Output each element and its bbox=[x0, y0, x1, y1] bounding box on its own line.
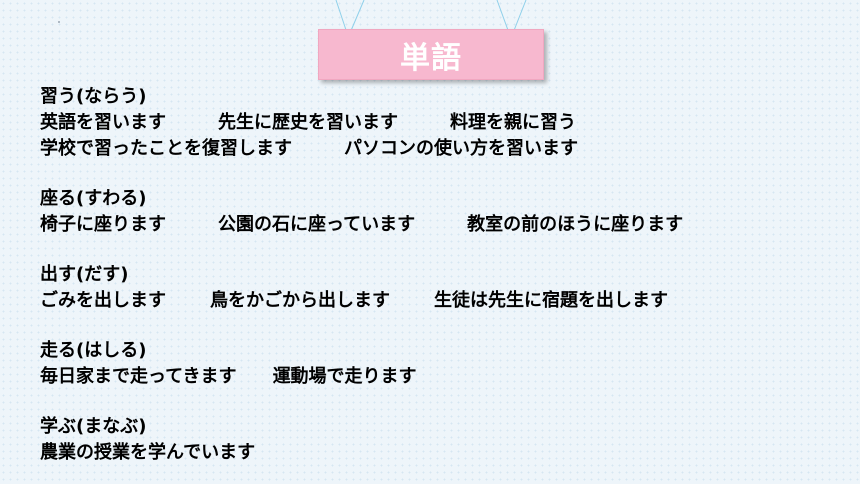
example-phrase: 農業の授業を学んでいます bbox=[40, 442, 256, 463]
left-string-outer bbox=[335, 0, 348, 34]
right-string-inner bbox=[512, 0, 527, 34]
example-phrase: 鳥をかごから出します bbox=[210, 290, 390, 311]
example-phrase: 料理を親に習う bbox=[450, 112, 576, 133]
example-phrase: 英語を習います bbox=[40, 112, 166, 133]
vocabulary-list: 習う(ならう) 英語を習います 先生に歴史を習います 料理を親に習う学校で習ったことを… bbox=[40, 84, 850, 484]
vocab-group: 習う(ならう) 英語を習います 先生に歴史を習います 料理を親に習う学校で習ったことを… bbox=[40, 84, 850, 162]
example-line: 椅子に座ります 公園の石に座っています 教室の前のほうに座ります bbox=[40, 212, 850, 238]
right-string-outer bbox=[496, 0, 510, 34]
vocab-word: 習う(ならう) bbox=[40, 86, 147, 107]
example-phrase: 先生に歴史を習います bbox=[218, 112, 398, 133]
example-phrase: 生徒は先生に宿題を出します bbox=[434, 290, 668, 311]
example-phrase: 公園の石に座っています bbox=[218, 214, 416, 235]
example-line: 農業の授業を学んでいます bbox=[40, 440, 850, 466]
vocab-group: 学ぶ(まなぶ) 農業の授業を学んでいます bbox=[40, 414, 850, 466]
example-line: ごみを出します 鳥をかごから出します 生徒は先生に宿題を出します bbox=[40, 288, 850, 314]
vocab-word: 走る(はしる) bbox=[40, 340, 147, 361]
vocab-word: 出す(だす) bbox=[40, 264, 129, 285]
stray-dot bbox=[58, 21, 60, 23]
page-title: 単語 bbox=[400, 40, 462, 76]
vocab-word: 座る(すわる) bbox=[40, 188, 147, 209]
example-phrase: 椅子に座ります bbox=[40, 214, 166, 235]
example-phrase: ごみを出します bbox=[40, 290, 166, 311]
example-line: 英語を習います 先生に歴史を習います 料理を親に習う bbox=[40, 110, 850, 136]
vocab-group: 走る(はしる) 毎日家まで走ってきます 運動場で走ります bbox=[40, 338, 850, 390]
example-phrase: 毎日家まで走ってきます bbox=[40, 366, 237, 387]
left-string-inner bbox=[349, 0, 365, 34]
vocab-group: 座る(すわる) 椅子に座ります 公園の石に座っています 教室の前のほうに座ります bbox=[40, 186, 850, 238]
vocab-group: 出す(だす) ごみを出します 鳥をかごから出します 生徒は先生に宿題を出します bbox=[40, 262, 850, 314]
example-phrase: パソコンの使い方を習います bbox=[344, 138, 578, 159]
example-phrase: 運動場で走ります bbox=[272, 366, 417, 387]
example-line: 毎日家まで走ってきます 運動場で走ります bbox=[40, 364, 850, 390]
example-phrase: 教室の前のほうに座ります bbox=[467, 214, 684, 235]
example-line: 学校で習ったことを復習します パソコンの使い方を習います bbox=[40, 136, 850, 162]
example-phrase: 学校で習ったことを復習します bbox=[40, 138, 292, 159]
vocab-word: 学ぶ(まなぶ) bbox=[40, 416, 147, 437]
title-card: 単語 bbox=[318, 29, 544, 80]
